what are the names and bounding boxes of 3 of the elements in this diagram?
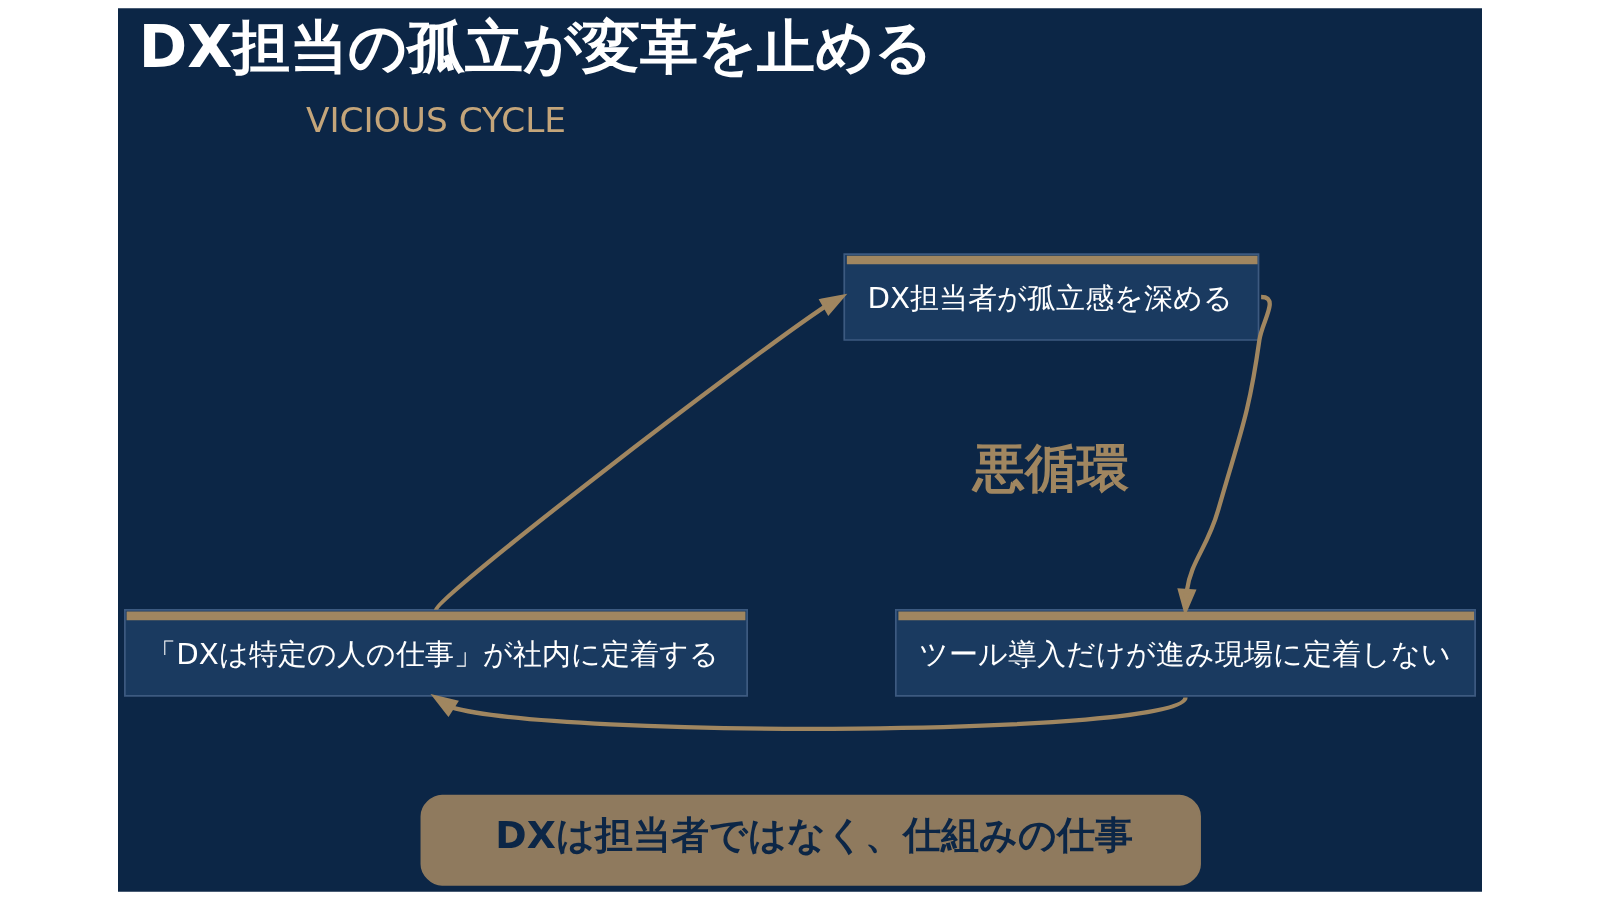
label: 悪循環 xyxy=(973,438,1130,499)
label: VICIOUS CYCLE xyxy=(305,99,567,140)
diagram-title: DX担当の孤立が変革を止める xyxy=(138,13,934,82)
